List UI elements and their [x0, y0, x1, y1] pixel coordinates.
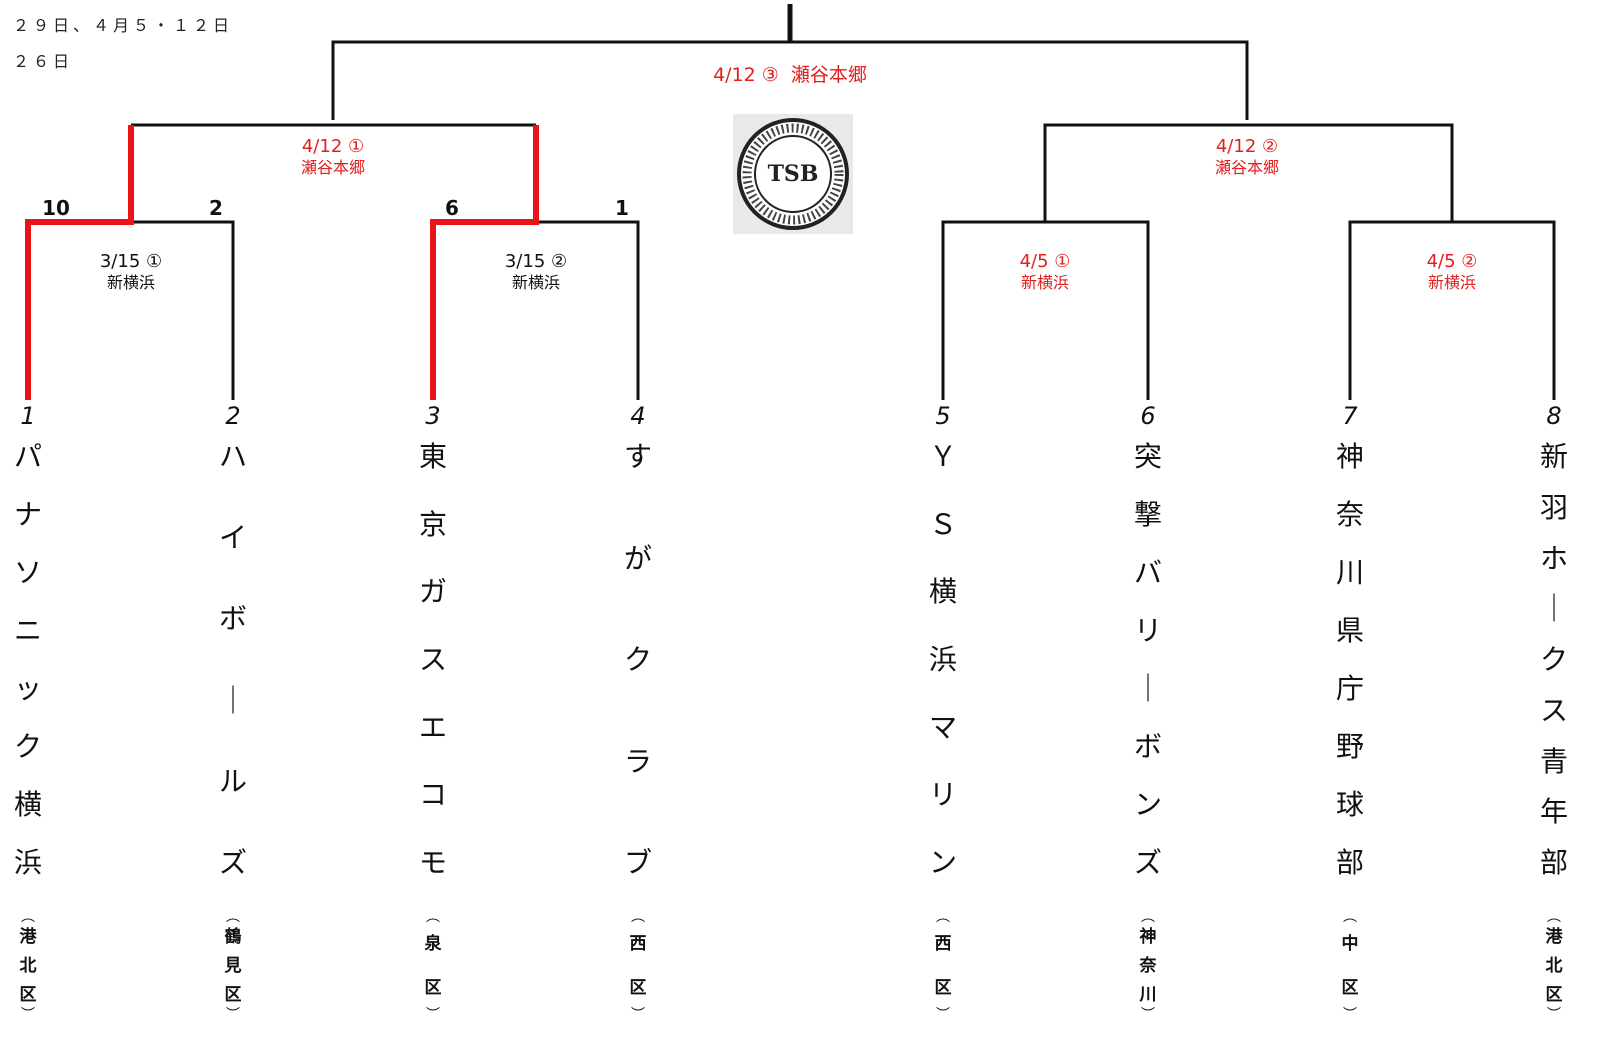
semi2-date: 4/12 ②	[1215, 136, 1279, 157]
team-seed-8: 8	[1546, 402, 1562, 430]
team-seed-6: 6	[1140, 402, 1156, 430]
team-name-2: ハイボ｜ルズ	[218, 440, 247, 879]
team-seed-1: 1	[20, 402, 36, 430]
semi1-label: 4/12 ① 瀬谷本郷	[301, 136, 365, 178]
semi2-connector	[1043, 123, 1454, 222]
team-name-1: パナソニック横浜	[13, 440, 42, 879]
team-ward-3: ︵泉区︶	[424, 909, 442, 1023]
semi1-venue: 瀬谷本郷	[300, 158, 366, 177]
q4-label: 4/5 ② 新横浜	[1426, 251, 1478, 292]
team-ward-5: ︵西区︶	[934, 909, 952, 1023]
team-seed-5: 5	[935, 402, 951, 430]
winner-path-team3	[430, 125, 539, 400]
team-seed-7: 7	[1342, 402, 1358, 430]
svg-text:TSB: TSB	[768, 161, 819, 187]
q4-connector	[1348, 220, 1556, 400]
bracket-lines	[131, 4, 1556, 400]
schedule-line-2: ２６日	[13, 52, 74, 71]
q3-connector	[941, 220, 1150, 400]
team-name-3: 東京ガスエコモ	[418, 440, 447, 879]
winner-lines	[25, 125, 539, 400]
semi1-date: 4/12 ①	[301, 136, 365, 157]
winner-path-team1	[25, 125, 134, 400]
team-ward-7: ︵中区︶	[1341, 909, 1359, 1023]
team-seed-2: 2	[225, 402, 241, 430]
q2-label: 3/15 ② 新横浜	[504, 251, 568, 292]
team-name-7: 神奈川県庁野球部	[1335, 440, 1364, 879]
team-ward-6: ︵神奈川︶	[1139, 909, 1157, 1023]
team-seed-3: 3	[425, 402, 441, 430]
team-ward-8: ︵港北区︶	[1545, 909, 1563, 1023]
q2-score-right: 1	[615, 196, 629, 220]
q1-right-arm	[131, 220, 235, 400]
q3-label: 4/5 ① 新横浜	[1019, 251, 1071, 292]
association-seal-icon: TSB	[733, 114, 853, 234]
team-name-6: 突撃バリ｜ボンズ	[1133, 440, 1162, 879]
team-name-8: 新羽ホ｜クス青年部	[1539, 440, 1568, 879]
team-ward-4: ︵西区︶	[629, 909, 647, 1023]
team-ward-1: ︵港北区︶	[19, 909, 37, 1023]
team-ward-2: ︵鶴見区︶	[224, 909, 242, 1023]
schedule-line-1: ２９日、４月５・１２日	[13, 16, 234, 35]
q2-score-left: 6	[445, 196, 459, 220]
final-match-label: 4/12 ③ 瀬谷本郷	[713, 64, 867, 86]
q1-label: 3/15 ① 新横浜	[99, 251, 163, 292]
team-name-4: すがクラブ	[623, 440, 652, 879]
q1-score-left: 10	[42, 196, 70, 220]
q2-right-arm	[536, 220, 640, 400]
q1-score-right: 2	[209, 196, 223, 220]
semi2-label: 4/12 ② 瀬谷本郷	[1215, 136, 1279, 178]
semi2-venue: 瀬谷本郷	[1214, 158, 1280, 177]
final-connector	[331, 40, 1249, 120]
team-seed-4: 4	[630, 402, 646, 430]
